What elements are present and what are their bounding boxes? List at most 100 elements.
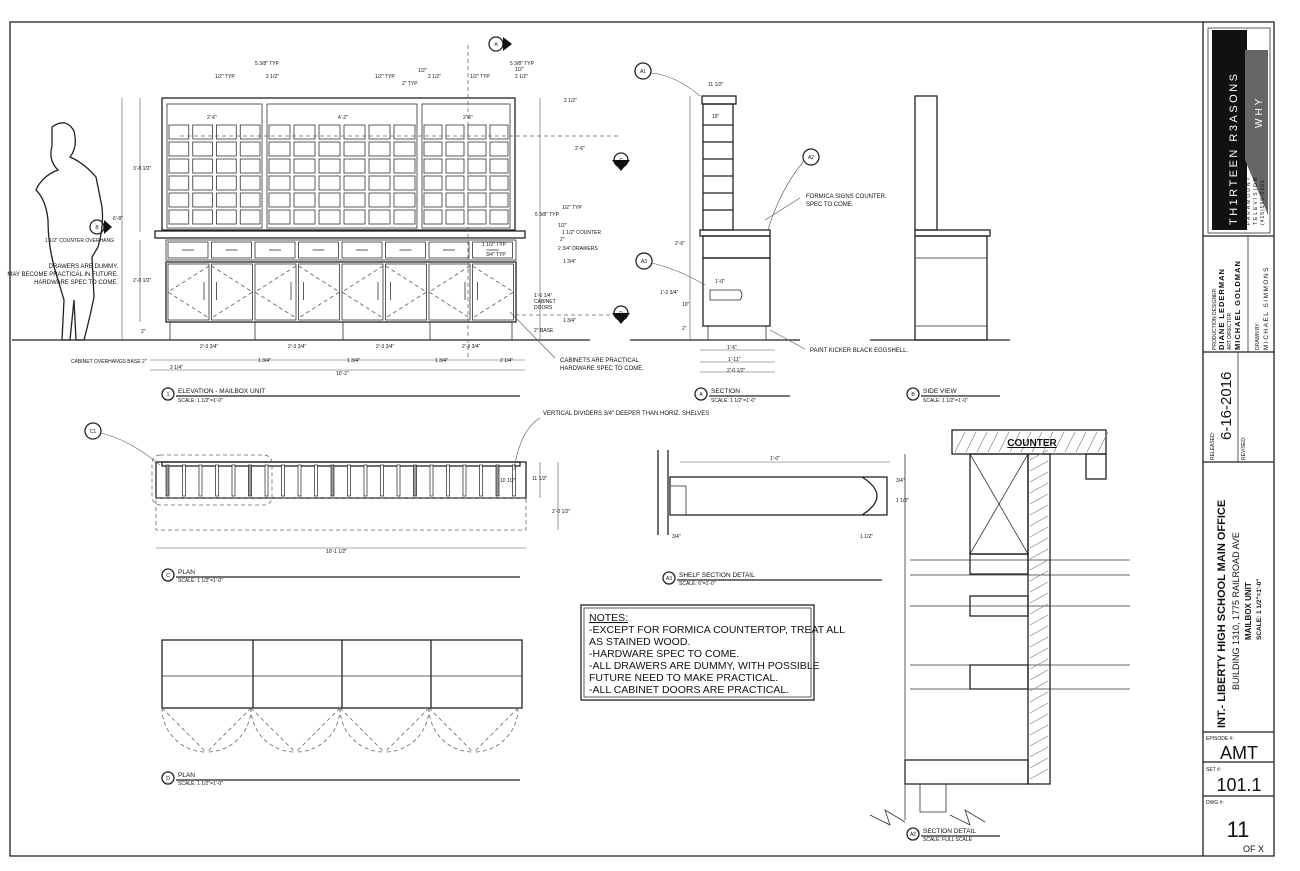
view-tag: A3 xyxy=(666,576,672,582)
section-dim: 10" xyxy=(712,114,720,120)
hatch-line xyxy=(1029,482,1049,494)
dwg-of: OF X xyxy=(1243,844,1264,854)
hatch-line xyxy=(1042,431,1054,453)
left-dim: 2" xyxy=(141,329,146,335)
cubby xyxy=(489,124,509,140)
view-scale: SCALE: 1 1/2"=1'-0" xyxy=(178,398,223,404)
overhang-base-note: CABINET OVERHANGS BASE 2" xyxy=(71,359,147,365)
view-tag: C xyxy=(166,573,170,579)
dim-label: 1/2" xyxy=(418,68,427,74)
door-swing-mark xyxy=(472,265,515,319)
cubby xyxy=(239,158,261,174)
hatch-line xyxy=(998,431,1010,453)
cubby xyxy=(445,158,465,174)
designer-name: DIANE LEDERMAN xyxy=(1217,268,1226,350)
cubby xyxy=(467,158,487,174)
shelf-dim: 3/4" xyxy=(896,478,905,484)
drawer xyxy=(428,241,470,259)
drawer xyxy=(167,241,209,259)
cabinet-door xyxy=(254,263,297,321)
cubby xyxy=(293,192,316,208)
cubby xyxy=(423,175,443,191)
cubby xyxy=(293,141,316,157)
hatch-line xyxy=(1029,625,1049,637)
formica-note: SPEC TO COME. xyxy=(806,202,854,208)
cubby xyxy=(489,141,509,157)
cubby xyxy=(368,192,391,208)
section-dim: 2" xyxy=(682,326,687,332)
right-dim: 1 3/4" xyxy=(563,318,576,324)
cubby xyxy=(268,175,291,191)
kicker-note: PAINT KICKER BLACK EGGSHELL. xyxy=(810,348,908,354)
hatch-line xyxy=(1031,431,1043,453)
cubby xyxy=(423,141,443,157)
notes-line: AS STAINED WOOD. xyxy=(589,636,690,648)
cubby xyxy=(239,124,261,140)
left-dim: 3'-8 1/2" xyxy=(133,166,152,172)
door-leaf xyxy=(295,707,341,753)
cubby xyxy=(216,175,237,191)
cubby xyxy=(268,124,291,140)
cubby xyxy=(168,124,190,140)
cubby xyxy=(268,158,291,174)
cabinet-note: HARDWARE SPEC TO COME. xyxy=(560,366,644,372)
dwg-label: DWG #: xyxy=(1206,800,1224,806)
cubby xyxy=(192,141,213,157)
plan-d-view xyxy=(161,639,523,753)
unit-name: MAILBOX UNIT xyxy=(1244,582,1253,640)
hatch-line xyxy=(1029,680,1049,692)
cubby xyxy=(318,209,341,225)
section-view xyxy=(630,62,820,373)
hatch-line xyxy=(1029,603,1049,615)
hatch-line xyxy=(1075,431,1087,453)
right-dim: DOORS xyxy=(534,305,553,311)
cubby xyxy=(467,175,487,191)
view-tag: A2 xyxy=(910,832,916,838)
unit-scale: SCALE: 1 1/2"=1'-0" xyxy=(1256,579,1263,640)
drawers-note: MAY BECOME PRACTICAL IN FUTURE. xyxy=(7,272,118,278)
cubby xyxy=(393,192,416,208)
hatch-line xyxy=(1029,493,1049,505)
vertical-divider xyxy=(198,464,203,497)
vertical-divider xyxy=(380,464,384,497)
vertical-divider xyxy=(495,464,500,497)
view-title: SHELF SECTION DETAIL xyxy=(679,572,755,579)
cubby xyxy=(216,158,237,174)
callout-tag: A2 xyxy=(808,155,814,161)
cubby xyxy=(343,192,366,208)
dim-label: 5 3/8" TYP xyxy=(255,61,280,67)
project-building: BUILDING 1310, 1775 RAILROAD AVE xyxy=(1231,532,1241,690)
hatch-line xyxy=(1029,559,1049,571)
section-dim: 1'-11" xyxy=(728,357,741,363)
door-swing-arc xyxy=(206,707,252,753)
drawer xyxy=(298,241,339,259)
section-dim: 1'-0" xyxy=(715,279,725,285)
hatch-line xyxy=(1029,449,1049,461)
door-leaf xyxy=(339,707,385,753)
drawer xyxy=(254,241,296,259)
cubby xyxy=(268,192,291,208)
cabinet-door xyxy=(472,263,514,321)
plan-dim: 2'-0 1/2" xyxy=(552,509,571,515)
cubby xyxy=(239,192,261,208)
cubby xyxy=(393,124,416,140)
door-swing-mark xyxy=(167,265,210,319)
right-dim: 1 1/2" TYP xyxy=(482,242,507,248)
vertical-divider xyxy=(479,464,483,497)
drawer xyxy=(385,241,426,259)
hatch-line xyxy=(1029,669,1049,681)
bottom-dim: 2'-3 3/4" xyxy=(200,344,219,350)
drawer xyxy=(472,241,513,259)
side-view xyxy=(870,95,1010,341)
hatch-line xyxy=(1086,431,1098,453)
elevation-view xyxy=(12,36,630,371)
cubby xyxy=(239,141,261,157)
door-leaf xyxy=(384,707,430,753)
vertical-divider xyxy=(264,464,269,497)
section-dim: 2'-6" xyxy=(675,241,685,247)
vertical-divider xyxy=(396,464,401,497)
cabinet-door xyxy=(211,263,253,321)
view-title: SIDE VIEW xyxy=(923,388,957,395)
logo-grey-panel xyxy=(1245,50,1268,215)
set-value: 101.1 xyxy=(1216,775,1261,795)
